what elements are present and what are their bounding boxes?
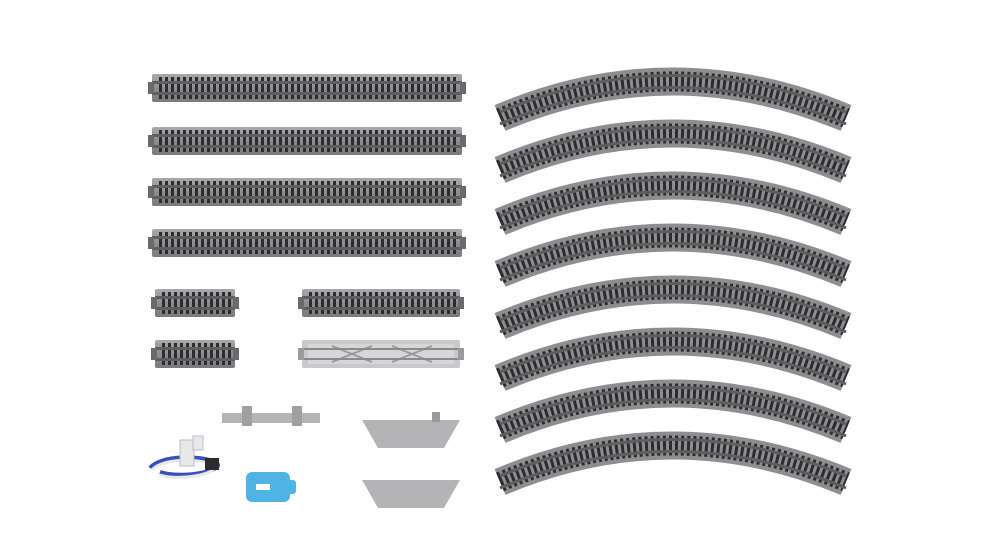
- curved-track: [494, 171, 852, 235]
- curved-track: [494, 119, 852, 183]
- curved-track: [494, 327, 852, 391]
- ramp-piece: [362, 480, 460, 508]
- long-straight-track: [148, 229, 466, 257]
- curved-track: [494, 223, 852, 287]
- curved-track: [494, 275, 852, 339]
- short-straight-track: [151, 289, 239, 317]
- curved-track: [494, 67, 852, 131]
- ramp-piece: [362, 412, 460, 448]
- curved-track: [494, 379, 852, 443]
- curved-tracks: [494, 67, 852, 495]
- rerailer-tool: [246, 472, 296, 502]
- power-cable: [148, 435, 220, 479]
- long-straight-track: [148, 127, 466, 155]
- straight-tracks: [148, 74, 466, 368]
- short-straight-track: [151, 340, 239, 368]
- medium-straight-track: [298, 289, 464, 317]
- long-straight-track: [148, 74, 466, 102]
- feeder-track: [298, 340, 464, 368]
- track-clips: [222, 406, 320, 426]
- long-straight-track: [148, 178, 466, 206]
- curved-track: [494, 431, 852, 495]
